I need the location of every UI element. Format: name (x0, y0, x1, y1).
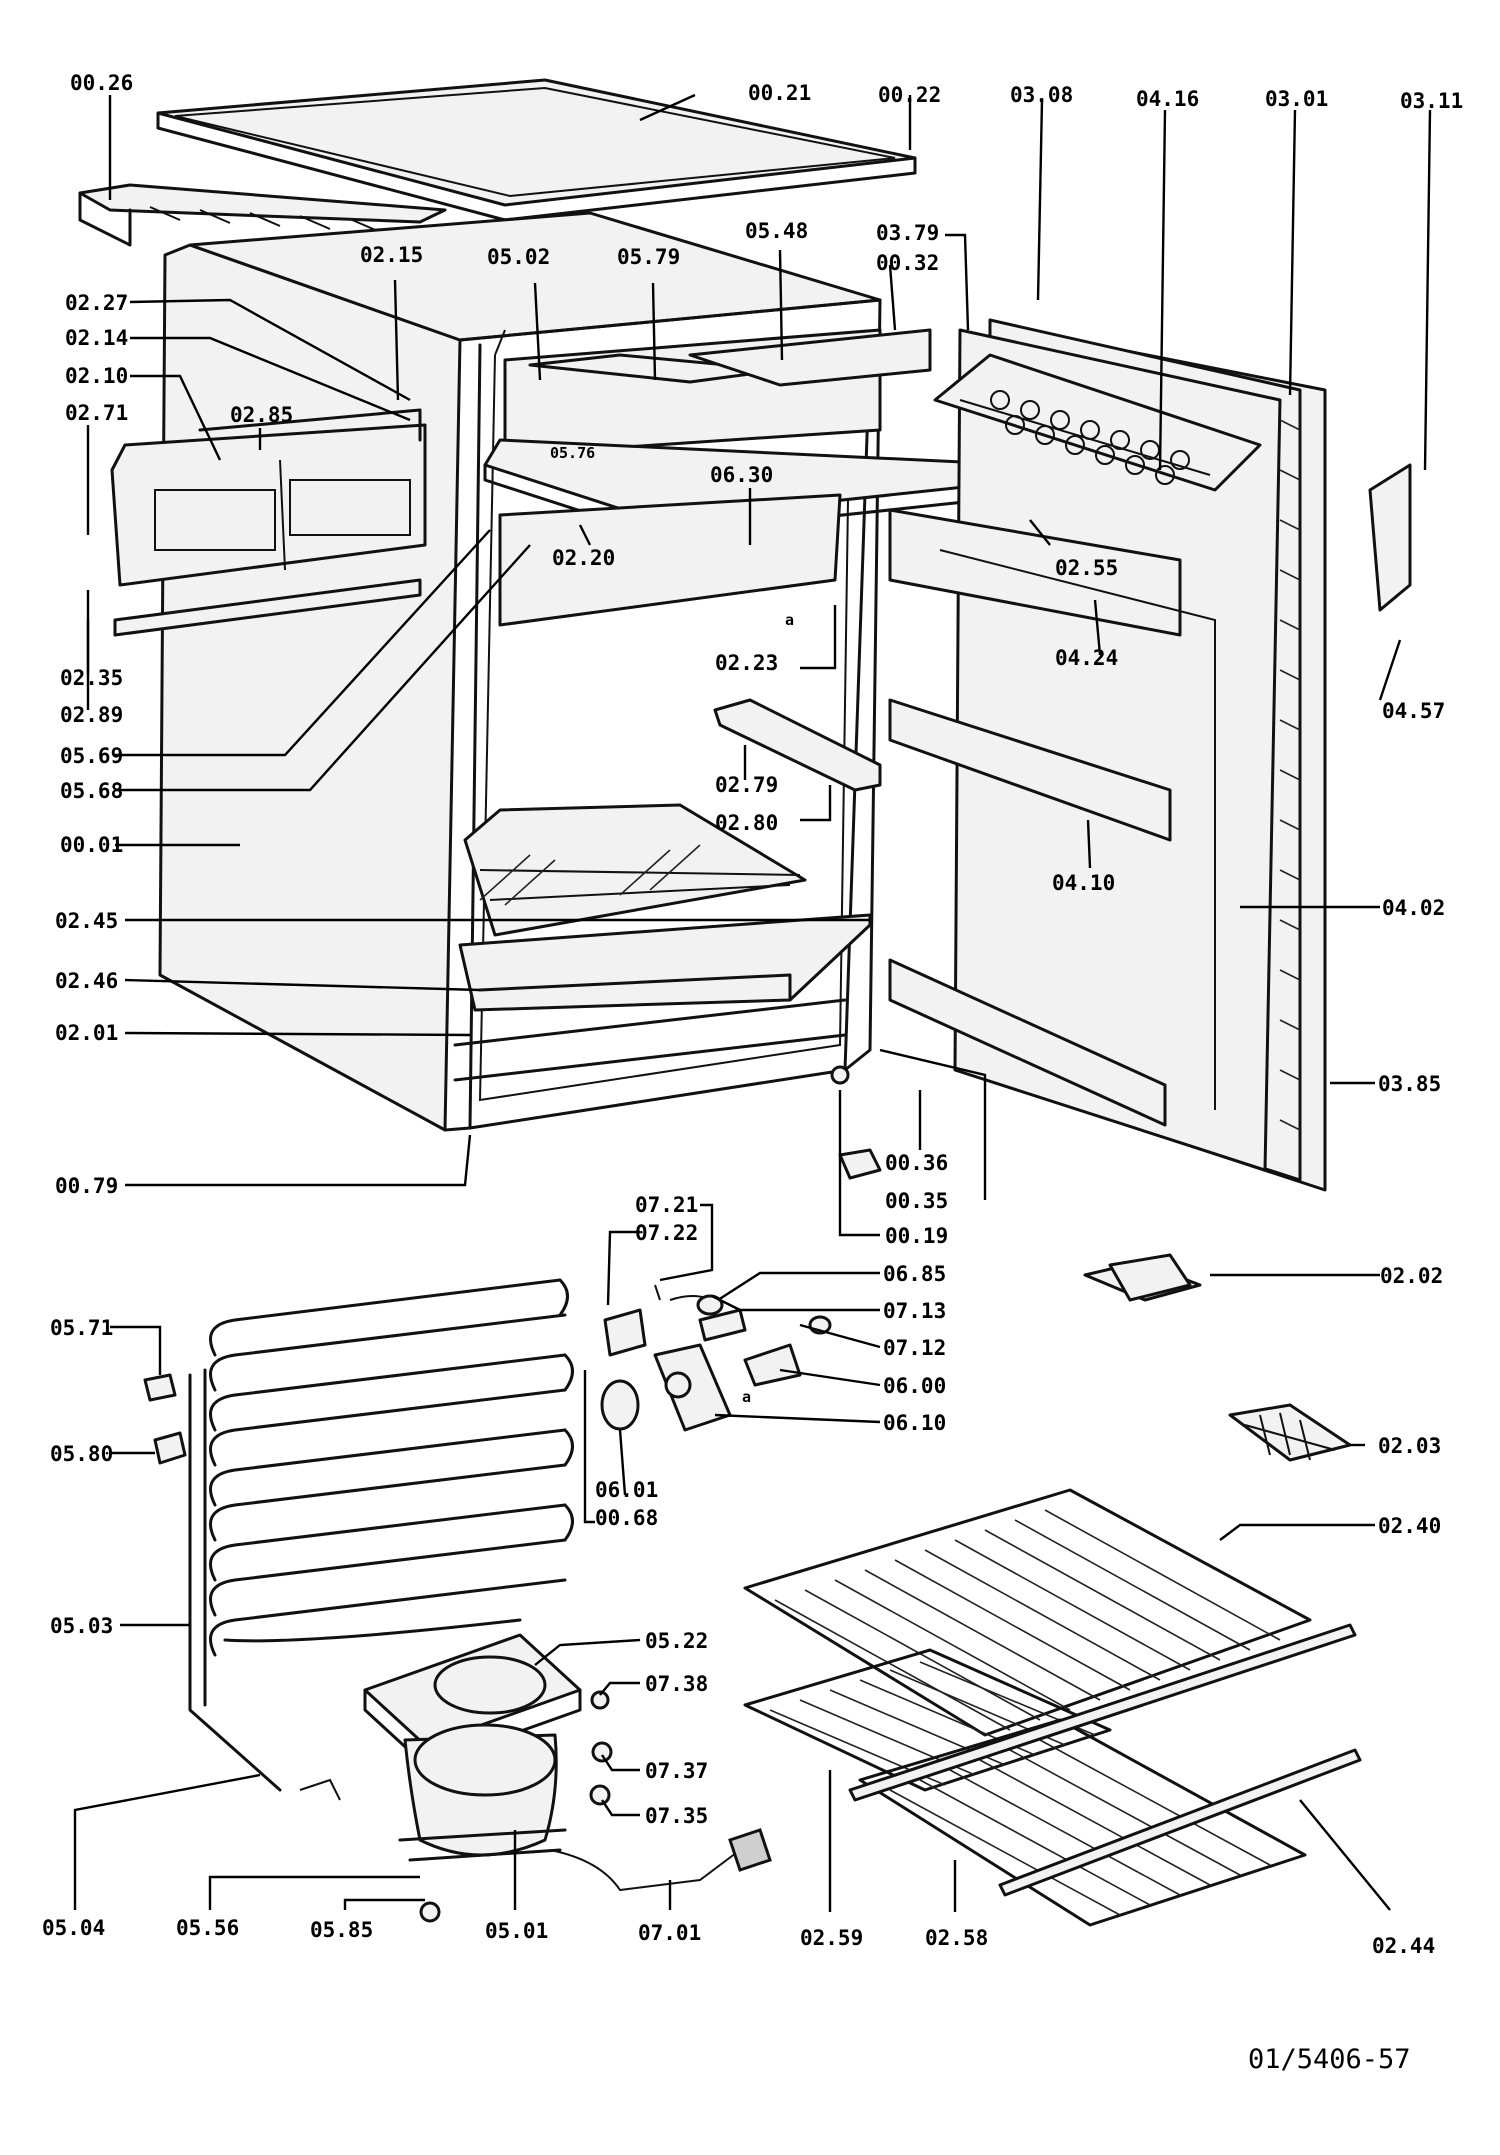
label-02-44: 02.44 (1372, 1934, 1435, 1958)
label-02-71: 02.71 (65, 401, 128, 425)
small-parts (143, 1065, 1352, 1923)
label-05-48: 05.48 (745, 219, 808, 243)
part-labels: 00.26 00.21 00.22 03.08 04.16 03.01 03.1… (42, 71, 1463, 2075)
label-06-10: 06.10 (883, 1411, 946, 1435)
label-05-56: 05.56 (176, 1916, 239, 1940)
label-07-21: 07.21 (635, 1193, 698, 1217)
label-05-04: 05.04 (42, 1916, 105, 1940)
label-05-01: 05.01 (485, 1919, 548, 1943)
mark-a-upper: a (785, 611, 794, 629)
top-lid-part (156, 78, 917, 222)
label-02-45: 02.45 (55, 909, 118, 933)
label-00-35: 00.35 (885, 1189, 948, 1213)
label-05-76: 05.76 (550, 444, 595, 462)
label-02-58: 02.58 (925, 1926, 988, 1950)
label-07-22: 07.22 (635, 1221, 698, 1245)
label-00-68: 00.68 (595, 1506, 658, 1530)
label-07-01: 07.01 (638, 1921, 701, 1945)
label-05-69: 05.69 (60, 744, 123, 768)
label-05-85: 05.85 (310, 1918, 373, 1942)
label-04-57: 04.57 (1382, 699, 1445, 723)
label-00-19: 00.19 (885, 1224, 948, 1248)
label-02-59: 02.59 (800, 1926, 863, 1950)
label-00-22: 00.22 (878, 83, 941, 107)
label-06-30: 06.30 (710, 463, 773, 487)
label-02-46: 02.46 (55, 969, 118, 993)
mark-a-lower: a (742, 1388, 751, 1406)
wire-shelves-part (743, 1488, 1362, 1927)
label-02-85: 02.85 (230, 403, 293, 427)
condenser-coil-part (188, 1278, 574, 1792)
label-00-36: 00.36 (885, 1151, 948, 1175)
cabinet-body-part (158, 211, 1032, 1132)
label-00-26: 00.26 (70, 71, 133, 95)
leader-lines (73, 93, 1432, 1912)
label-03-01: 03.01 (1265, 87, 1328, 111)
label-03-08: 03.08 (1010, 83, 1073, 107)
label-07-13: 07.13 (883, 1299, 946, 1323)
label-06-85: 06.85 (883, 1262, 946, 1286)
label-03-79: 03.79 (876, 221, 939, 245)
label-04-02: 04.02 (1382, 896, 1445, 920)
egg-rack-holes (990, 390, 1190, 485)
label-02-02: 02.02 (1380, 1264, 1443, 1288)
label-03-85: 03.85 (1378, 1072, 1441, 1096)
label-00-79: 00.79 (55, 1174, 118, 1198)
label-02-10: 02.10 (65, 364, 128, 388)
label-07-37: 07.37 (645, 1759, 708, 1783)
label-06-00: 06.00 (883, 1374, 946, 1398)
label-02-55: 02.55 (1055, 556, 1118, 580)
label-05-68: 05.68 (60, 779, 123, 803)
label-07-12: 07.12 (883, 1336, 946, 1360)
label-05-80: 05.80 (50, 1442, 113, 1466)
label-05-03: 05.03 (50, 1614, 113, 1638)
label-05-79: 05.79 (617, 245, 680, 269)
door-assembly-part (888, 318, 1412, 1192)
freezer-flap-part (110, 408, 427, 637)
document-number: 01/5406-57 (1248, 2044, 1411, 2075)
label-04-24: 04.24 (1055, 646, 1118, 670)
label-04-16: 04.16 (1136, 87, 1199, 111)
label-00-01: 00.01 (60, 833, 123, 857)
label-02-23: 02.23 (715, 651, 778, 675)
compressor-part (363, 1633, 772, 1892)
label-03-11: 03.11 (1400, 89, 1463, 113)
label-02-14: 02.14 (65, 326, 128, 350)
label-02-89: 02.89 (60, 703, 123, 727)
label-00-21: 00.21 (748, 81, 811, 105)
label-00-32: 00.32 (876, 251, 939, 275)
label-02-79: 02.79 (715, 773, 778, 797)
label-04-10: 04.10 (1052, 871, 1115, 895)
thermostat-part (600, 1284, 832, 1432)
label-05-71: 05.71 (50, 1316, 113, 1340)
label-02-40: 02.40 (1378, 1514, 1441, 1538)
label-05-02: 05.02 (487, 245, 550, 269)
label-07-35: 07.35 (645, 1804, 708, 1828)
label-02-01: 02.01 (55, 1021, 118, 1045)
rear-rail-part (78, 183, 447, 247)
label-02-03: 02.03 (1378, 1434, 1441, 1458)
label-02-80: 02.80 (715, 811, 778, 835)
label-02-15: 02.15 (360, 243, 423, 267)
label-06-01: 06.01 (595, 1478, 658, 1502)
label-02-35: 02.35 (60, 666, 123, 690)
label-07-38: 07.38 (645, 1672, 708, 1696)
label-05-22: 05.22 (645, 1629, 708, 1653)
label-02-20: 02.20 (552, 546, 615, 570)
label-02-27: 02.27 (65, 291, 128, 315)
